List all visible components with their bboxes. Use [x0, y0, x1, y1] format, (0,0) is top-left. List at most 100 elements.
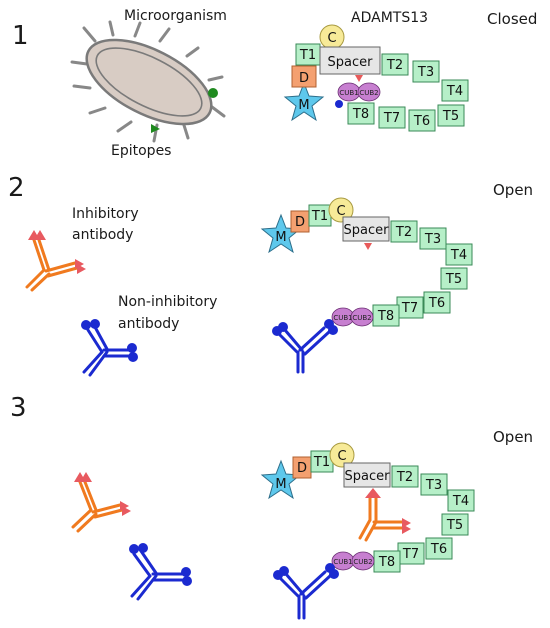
- t6-domain-label: T6: [430, 542, 447, 557]
- inhibitory-label-line2: antibody: [72, 227, 133, 243]
- t5-domain-label: T5: [445, 272, 462, 287]
- cub1-domain-label: CUB1: [333, 314, 352, 322]
- epitope-circle-marker: [208, 88, 218, 98]
- noninhibitory-antibody-panel2: [82, 325, 132, 377]
- t2-domain-label: T2: [395, 225, 412, 240]
- spacer-domain-label: Spacer: [344, 223, 390, 238]
- t5-domain-label: T5: [446, 518, 463, 533]
- t3-domain-label: T3: [424, 232, 441, 247]
- d-domain-label: D: [299, 71, 309, 86]
- t1-domain-label: T1: [313, 455, 330, 470]
- t6-domain-label: T6: [413, 114, 430, 129]
- d-domain: [291, 65, 317, 88]
- adamts13-label: ADAMTS13: [351, 10, 428, 26]
- t4-domain-label: T4: [452, 494, 469, 509]
- microorganism-label: Microorganism: [124, 8, 227, 24]
- m-domain: [283, 81, 325, 122]
- t3-domain-label: T3: [417, 65, 434, 80]
- t2-domain: [391, 465, 419, 488]
- t2-domain-label: T2: [386, 58, 403, 73]
- cub2-domain: [351, 551, 375, 571]
- spacer-domain: [319, 46, 381, 75]
- d-domain-label: D: [297, 461, 307, 476]
- t2-domain: [390, 220, 418, 243]
- m-domain-label: M: [275, 230, 286, 245]
- t2-domain-label: T2: [396, 470, 413, 485]
- inhibitory-antibody-bound-panel3-tips: [365, 488, 411, 534]
- t4-domain-label: T4: [446, 84, 463, 99]
- cub2-domain: [350, 307, 374, 327]
- panel-1-number: 1: [12, 21, 29, 51]
- t4-domain: [445, 243, 473, 266]
- t5-domain-label: T5: [442, 109, 459, 124]
- t7-domain-label: T7: [383, 111, 400, 126]
- t1-domain-label: T1: [311, 209, 328, 224]
- t5-domain: [441, 513, 469, 536]
- noninhibitory-antibody-bound-panel2-tips: [272, 319, 338, 336]
- inhibitory-antibody-bound-panel3: [358, 496, 404, 542]
- spacer-domain-label: Spacer: [345, 469, 391, 484]
- cub-epitope: [335, 100, 343, 108]
- cub2-domain-label: CUB2: [353, 558, 372, 566]
- t7-domain-label: T7: [401, 301, 418, 316]
- t4-domain: [441, 79, 469, 102]
- noninhibitory-antibody-panel3: [130, 549, 186, 601]
- c-domain: [328, 197, 354, 223]
- panel-3-state: Open: [493, 428, 533, 446]
- microorganism: [70, 20, 226, 143]
- t8-domain-label: T8: [378, 555, 395, 570]
- t7-domain-label: T7: [402, 547, 419, 562]
- inhibitory-antibody-panel2: [25, 238, 79, 292]
- spacer-domain: [343, 462, 391, 488]
- cub2-domain-label: CUB2: [359, 89, 378, 97]
- spacer-domain-label: Spacer: [328, 55, 374, 70]
- d-domain-label: D: [295, 215, 305, 230]
- t3-domain: [419, 227, 447, 250]
- cub2-domain-label: CUB2: [352, 314, 371, 322]
- panel-1-state: Closed: [487, 10, 537, 28]
- spacer-domain: [342, 216, 390, 242]
- t3-domain: [412, 60, 440, 83]
- t8-domain-label: T8: [377, 309, 394, 324]
- inhibitory-antibody-panel3-tips: [74, 472, 131, 516]
- t8-domain: [347, 102, 375, 125]
- c-domain-label: C: [337, 449, 346, 464]
- t2-domain: [381, 53, 409, 76]
- t7-domain: [378, 106, 406, 129]
- noninhibitory-label-line2: antibody: [118, 316, 179, 332]
- noninhibitory-label-line1: Non-inhibitory: [118, 294, 217, 310]
- m-domain-label: M: [298, 98, 309, 113]
- inhibitory-antibody-panel3: [71, 480, 124, 533]
- t4-domain-label: T4: [450, 248, 467, 263]
- adamts13-closed: M D T1 C Spacer T2 T3 T4 T5 T6 T7 T8 CUB…: [283, 24, 469, 132]
- adamts13-open-panel3: M D T1 C Spacer T2 T3 T4 T5 T6 T7 T8 CUB…: [260, 442, 475, 573]
- epitope-triangle-marker: [151, 124, 160, 133]
- inhibitory-label-line1: Inhibitory: [72, 206, 139, 222]
- t6-domain-label: T6: [428, 296, 445, 311]
- t1-domain-label: T1: [299, 48, 316, 63]
- t3-domain: [420, 473, 448, 496]
- noninhibitory-antibody-panel3-tips: [129, 543, 192, 586]
- epitopes-label: Epitopes: [111, 143, 171, 159]
- spacer-epitope: [355, 75, 363, 82]
- t5-domain: [437, 104, 465, 127]
- adamts13-open-panel2: M D T1 C Spacer T2 T3 T4 T5 T6 T7 T8 CUB…: [260, 197, 473, 327]
- noninhibitory-antibody-panel2-tips: [81, 319, 138, 362]
- cub1-domain-label: CUB1: [339, 89, 358, 97]
- t5-domain: [440, 267, 468, 290]
- c-domain-label: C: [327, 31, 336, 46]
- cub1-domain-label: CUB1: [333, 558, 352, 566]
- noninhibitory-antibody-bound-panel3: [278, 570, 332, 620]
- inhibitory-antibody-panel2-tips: [28, 230, 86, 274]
- noninhibitory-antibody-bound-panel3-tips: [273, 563, 339, 580]
- t6-domain: [408, 109, 436, 132]
- spacer-epitope: [364, 243, 372, 250]
- t6-domain: [423, 291, 451, 314]
- cub2-domain: [357, 82, 381, 102]
- panel-2-state: Open: [493, 181, 533, 199]
- t6-domain: [425, 537, 453, 560]
- t8-domain-label: T8: [352, 107, 369, 122]
- noninhibitory-antibody-bound-panel2: [277, 326, 331, 374]
- t3-domain-label: T3: [425, 478, 442, 493]
